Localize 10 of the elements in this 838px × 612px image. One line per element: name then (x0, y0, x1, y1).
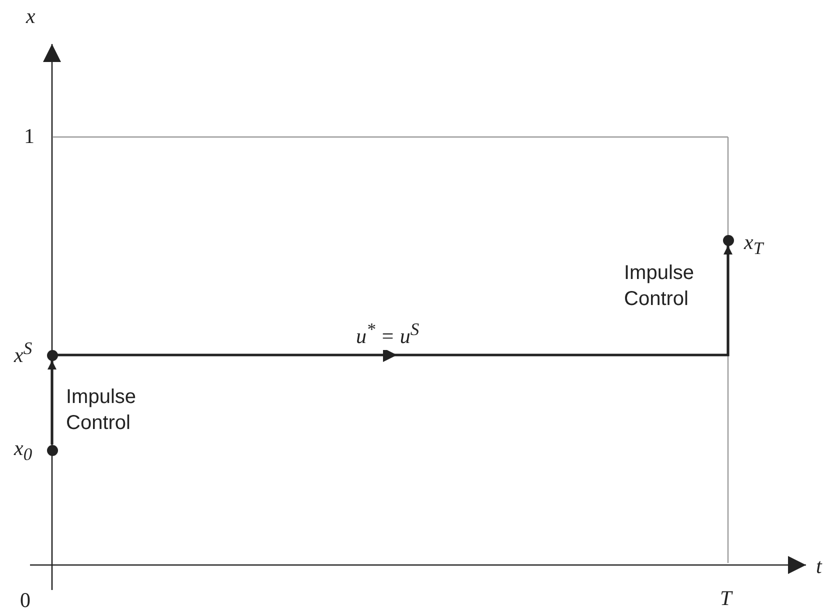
axis-label: 0 (20, 590, 30, 611)
point-label: x$^{S}$ (14, 343, 32, 367)
axis-label: 1 (24, 126, 34, 147)
axis-label: t (816, 556, 822, 577)
arrow (58, 246, 732, 362)
axis-label: T (720, 588, 732, 609)
point-label: x$_{T}$ (744, 230, 764, 254)
point-label: x$_{0}$ (14, 436, 32, 460)
arrow (48, 360, 56, 444)
axis-label: x (26, 6, 36, 27)
